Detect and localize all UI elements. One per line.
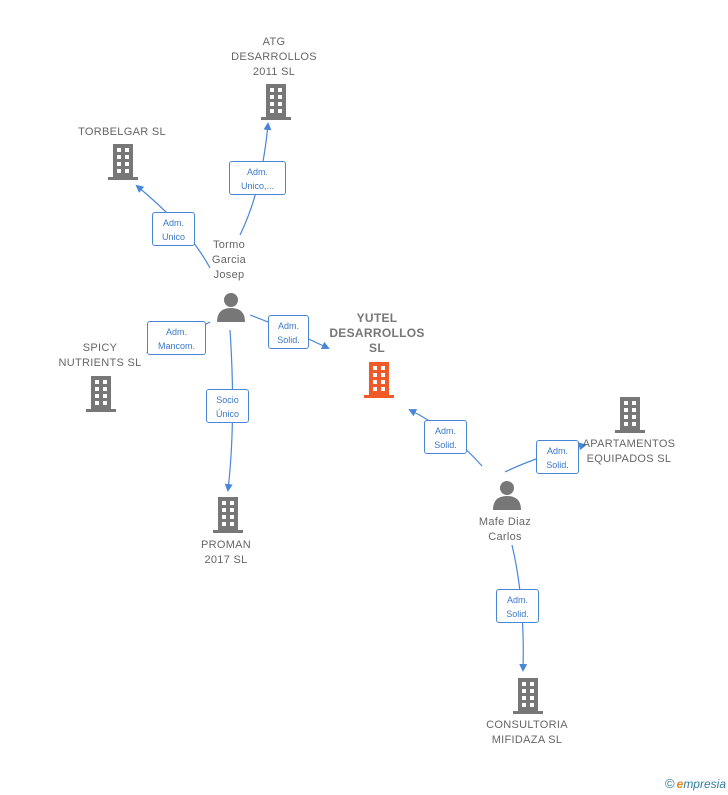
building-icon bbox=[108, 144, 138, 180]
building-icon bbox=[213, 497, 243, 533]
brand-name: mpresia bbox=[683, 777, 726, 791]
focus-building-icon bbox=[364, 362, 394, 398]
copyright-symbol: © bbox=[665, 776, 675, 791]
edge-label-tormo-atg: Adm. Unico,... bbox=[229, 161, 286, 195]
building-icon bbox=[615, 397, 645, 433]
empresia-logo: ©empresia bbox=[665, 776, 726, 791]
person-icon bbox=[493, 481, 521, 510]
node-label-tormo[interactable]: Tormo Garcia Josep bbox=[211, 239, 247, 281]
edge-label-mafe-consultoria: Adm. Solid. bbox=[496, 589, 539, 623]
person-icon bbox=[217, 293, 245, 322]
building-icon bbox=[513, 678, 543, 714]
node-label-spicy[interactable]: SPICY NUTRIENTS SL bbox=[58, 342, 142, 369]
node-label-torbelgar[interactable]: TORBELGAR SL bbox=[78, 126, 166, 138]
node-label-mafe[interactable]: Mafe Diaz Carlos bbox=[478, 516, 532, 543]
node-label-yutel[interactable]: YUTEL DESARROLLOS SL bbox=[329, 311, 425, 355]
node-label-atg[interactable]: ATG DESARROLLOS 2011 SL bbox=[231, 36, 317, 78]
edge-label-tormo-torbelgar: Adm. Unico bbox=[152, 212, 195, 246]
edge-label-tormo-proman: Socio Único bbox=[206, 389, 249, 423]
building-icon bbox=[261, 84, 291, 120]
node-label-proman[interactable]: PROMAN 2017 SL bbox=[200, 539, 252, 566]
brand-initial: e bbox=[676, 777, 684, 791]
edge-label-tormo-spicy: Adm. Mancom. bbox=[147, 321, 206, 355]
edge-label-mafe-apartamentos: Adm. Solid. bbox=[536, 440, 579, 474]
building-icon bbox=[86, 376, 116, 412]
node-label-apartamentos[interactable]: APARTAMENTOS EQUIPADOS SL bbox=[582, 438, 676, 465]
node-label-consultoria[interactable]: CONSULTORIA MIFIDAZA SL bbox=[486, 719, 568, 746]
edge-label-mafe-yutel: Adm. Solid. bbox=[424, 420, 467, 454]
edge-label-tormo-yutel: Adm. Solid. bbox=[268, 315, 309, 349]
